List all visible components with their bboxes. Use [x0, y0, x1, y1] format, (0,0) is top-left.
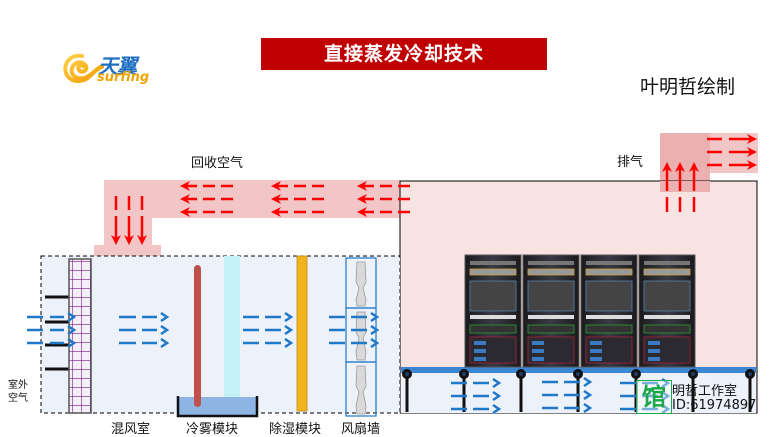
server-rack: [638, 254, 696, 368]
watermark-id: ID:61974897: [672, 398, 757, 413]
page-title: 直接蒸发冷却技术: [261, 38, 547, 70]
hot-air-down-arrows: [111, 196, 147, 245]
mist-cooling-module: [176, 256, 259, 418]
author-note: 叶明哲绘制: [640, 76, 736, 98]
fan-icon: [355, 311, 367, 361]
logo-text-cn: 天翼: [98, 54, 137, 78]
raised-floor: [401, 367, 756, 413]
exhaust-duct-overlap: [660, 181, 710, 192]
exhaust-label: 排气: [617, 155, 644, 170]
intake-louvers: [45, 295, 69, 371]
return-air-label: 回收空气: [191, 156, 244, 171]
outdoor-air-label-line1: 室外: [8, 380, 28, 391]
server-rack: [522, 254, 580, 368]
cool-air-arrow-group: [243, 311, 294, 349]
cool-air-arrow-group: [451, 377, 502, 415]
air-filter: [68, 258, 92, 414]
server-racks: [464, 254, 696, 368]
cool-air-arrow-group: [620, 377, 671, 415]
logo-text-en: surfing: [97, 70, 150, 85]
return-air-duct: [94, 180, 400, 256]
mixing-chamber-label: 混风室: [111, 422, 151, 437]
exhaust-up-arrows: [662, 162, 699, 212]
server-rack: [580, 254, 638, 368]
fan-icon: [355, 365, 367, 415]
cool-air-arrow-group: [542, 376, 593, 414]
watermark-name: 明哲工作室: [672, 384, 738, 399]
cool-air-arrow-group: [119, 311, 170, 349]
hot-air-arrow-group: [271, 181, 324, 217]
dehumidify-module-label: 除湿模块: [269, 422, 322, 437]
fan-icon: [355, 261, 367, 307]
cool-air-arrows: [27, 311, 671, 415]
hot-air-arrow-group: [357, 181, 410, 217]
outdoor-air-label-line2: 空气: [8, 393, 28, 404]
watermark-seal: 馆: [636, 380, 672, 414]
swirl-logo-icon: [63, 53, 104, 83]
dehumidify-module: [296, 255, 308, 412]
fan-wall-label: 风扇墙: [341, 422, 381, 437]
air-handling-unit: [40, 255, 401, 414]
fan-wall: [345, 257, 377, 417]
exhaust-right-arrows: [707, 134, 757, 170]
mist-cooling-module-label: 冷雾模块: [186, 422, 239, 437]
cool-air-arrow-group: [329, 311, 380, 349]
cool-air-arrow-group: [27, 311, 77, 349]
server-rack: [464, 254, 522, 368]
hot-air-arrow-group: [180, 181, 233, 217]
return-air-arrows: [111, 134, 757, 245]
